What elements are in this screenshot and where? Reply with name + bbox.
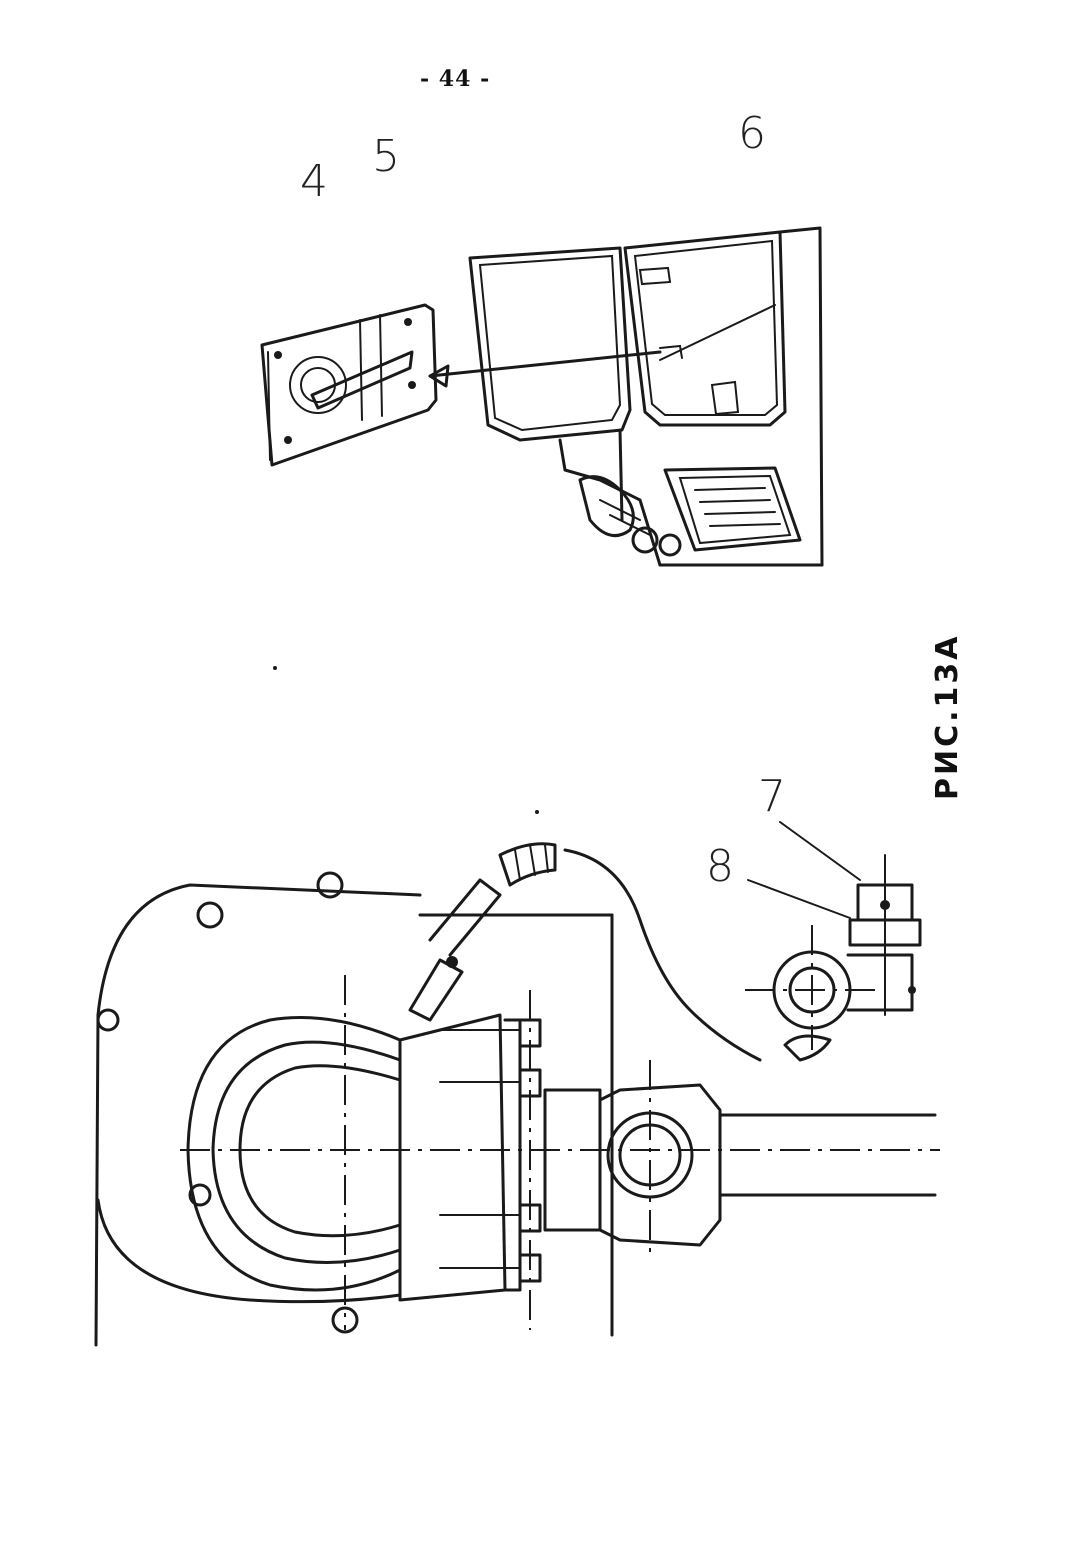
callout-7: 7	[758, 771, 786, 822]
callout-5: 5	[372, 131, 400, 182]
cab-detail-drawing	[260, 226, 824, 567]
axle-detail-drawing	[94, 821, 940, 1347]
callout-6: 6	[738, 108, 766, 159]
callout-8: 8	[706, 841, 734, 892]
callout-4: 4	[300, 156, 328, 207]
figure-caption: РИС.13А	[930, 633, 965, 800]
page-number: - 44 -	[420, 66, 491, 92]
